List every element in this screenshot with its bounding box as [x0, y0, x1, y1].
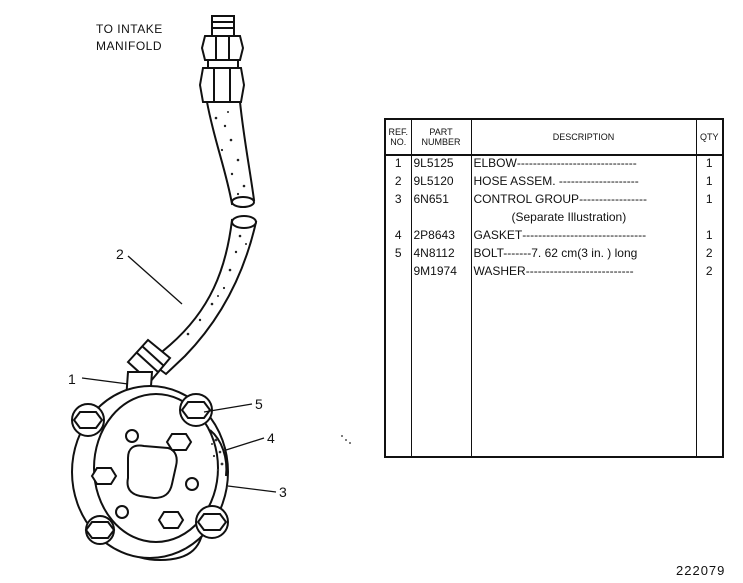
- table-row: 1 9L5125 ELBOW--------------------------…: [384, 155, 724, 174]
- bolt-heads: [71, 393, 229, 545]
- header-description: DESCRIPTION: [470, 118, 697, 156]
- top-fitting: [198, 15, 246, 103]
- callout-3: 3: [279, 484, 287, 500]
- callout-4: 4: [267, 430, 275, 446]
- table-row: 9M1974 WASHER---------------------------…: [384, 264, 724, 282]
- gasket-texture: [211, 438, 224, 472]
- callout-1: 1: [68, 371, 76, 387]
- stray-marks: [341, 435, 351, 444]
- upper-hose-end: [231, 196, 255, 208]
- table-filler-row: [384, 282, 724, 457]
- control-group-housing: [71, 385, 229, 562]
- table-row: 5 4N8112 BOLT-------7. 62 cm(3 in. ) lon…: [384, 246, 724, 264]
- table-row: 4 2P8643 GASKET-------------------------…: [384, 228, 724, 246]
- callout-2: 2: [116, 246, 124, 262]
- lower-hose: [148, 218, 258, 376]
- figure-number: 222079: [676, 563, 726, 578]
- leader-lines: [81, 255, 277, 493]
- table-row: (Separate Illustration): [384, 210, 724, 228]
- upper-hose: [205, 101, 256, 206]
- lower-hose-end: [231, 215, 257, 229]
- table-row: 2 9L5120 HOSE ASSEM. -------------------…: [384, 174, 724, 192]
- header-qty: QTY: [695, 118, 724, 156]
- callout-5: 5: [255, 396, 263, 412]
- header-ref: REF.NO.: [384, 118, 412, 156]
- intake-label-line2: MANIFOLD: [96, 39, 163, 53]
- intake-label-line1: TO INTAKE: [96, 22, 163, 36]
- hose-texture-upper: [214, 111, 246, 196]
- hose-texture-lower: [186, 234, 247, 336]
- table-row: 3 6N651 CONTROL GROUP----------------- 1: [384, 192, 724, 210]
